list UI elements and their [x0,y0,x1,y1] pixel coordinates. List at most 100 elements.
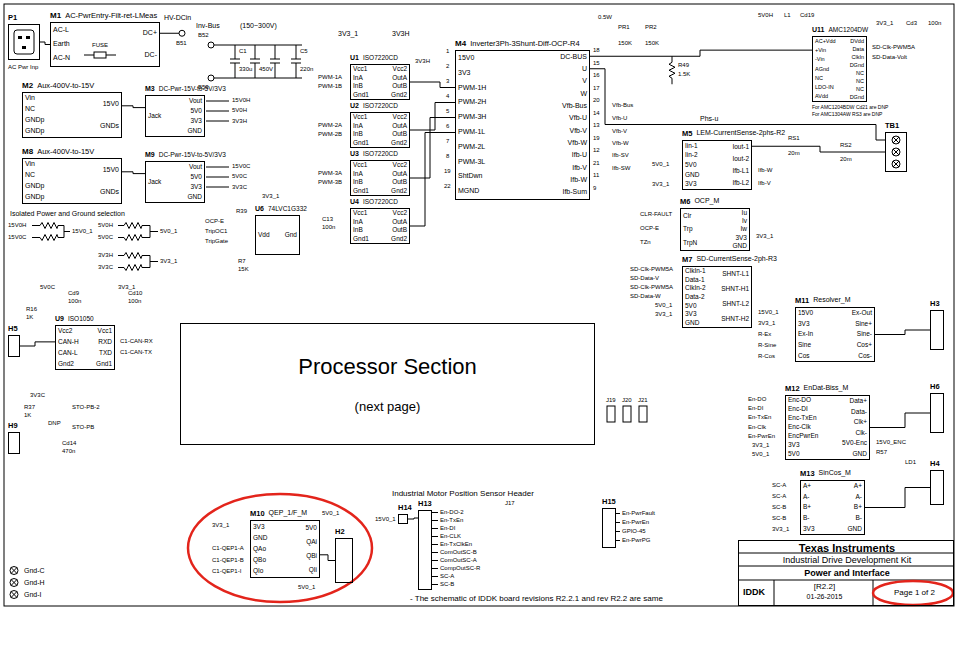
pin-name: Vcc1 [353,113,367,121]
pin-name: QAi [306,538,317,546]
pin-name: W [580,90,587,99]
pin-name: SHNT-L2 [722,300,749,308]
inlet-pin [22,46,26,49]
net-label: En-Clk [748,424,766,432]
net-label: 19 [593,135,600,143]
pin-name: AC+Vdd [815,38,836,45]
module-type: SD-CurrentSense-2ph-R3 [696,255,777,264]
pin-name: NC [856,86,864,93]
net-label: 3V3H [415,58,430,66]
net-label: En-DO-2 [440,509,464,517]
net-label: 3V3_1 [772,526,789,534]
net-label: 20m [788,150,800,158]
pin-name: InB [353,82,363,90]
pin-name: Vout [189,97,202,105]
net-label: C13 [322,216,333,224]
net-label: 15V0H [232,97,250,105]
module-box: M11Resolver_M15V03V3Ex-InSineCosEx-OutSi… [795,307,875,362]
pin-name: GNDs [100,122,119,131]
net-label: 5V0C [98,234,113,242]
pin-name: AVdd [815,93,828,100]
test-point [179,30,185,36]
net-label: J17 [505,500,515,508]
module-type: Aux-400V-to-15V [37,147,94,156]
pin-name: 5V0 [190,107,202,115]
net-label: SC-B [440,581,454,589]
net-label: PR1 [618,24,630,32]
net-label: 5V0_1 [655,302,672,310]
reference-designator: H6 [930,382,940,391]
pin-name: Vdd [258,231,270,239]
connector-box: H5 [8,335,20,357]
reference-designator: M5 [682,129,692,138]
net-label: Gnd-H [24,579,45,588]
module-box: U674LVC1G332VddGnd [255,215,300,255]
module-box: M8Aux-400V-to-15VVinNCGNDpGNDp15V0GNDs [22,158,122,204]
net-label: Gnd-C [24,567,45,576]
jumper-symbol [623,406,631,422]
pin-name: Data+ [849,397,867,405]
capacitor-symbol [230,45,301,78]
title-block-text: Page 1 of 2 [874,588,955,598]
net-label: En-PwrFault [622,510,655,518]
pin-name: SHNT-L1 [722,270,749,278]
module-box: M12EnDat-Biss_MEnc-DOEnc-DIEnc-TxEnEnc-C… [785,395,870,460]
pin-name: Gnd1 [353,139,369,147]
inlet-pins [18,36,30,49]
net-label: OCP-E [640,225,659,233]
pin-name: Ifb-Sum [562,188,587,197]
net-label: 16 [593,72,600,80]
pin-name: 5V0-Enc [842,439,867,447]
pin-name: Enc-DO [788,396,811,404]
pin-name: RXD [98,338,112,346]
reference-designator: U9 [55,315,64,324]
resistor-symbol [118,223,158,241]
terminal-cross [893,137,899,167]
net-label: 1K [24,412,31,420]
connector-box: H15 [602,508,616,548]
pin-name: InB [353,130,363,138]
jumper-symbol [607,406,615,422]
pin-name: GNDp [25,116,44,125]
net-label: 5V0C [232,173,247,181]
net-label: 450V [259,66,273,74]
net-label: Cd3 [906,20,917,28]
reference-designator: M9 [145,151,155,160]
net-label: 11 [593,172,599,180]
pin-name: GND [188,127,202,135]
pin-name: 15V0 [458,54,474,63]
reference-designator: U6 [255,205,264,214]
net-label: 5V0_1 [298,584,315,592]
module-type: 74LVC1G332 [268,205,307,213]
module-box: M10QEP_1/F_M3V3GNDQAoQBoQIo5V0QAiQBiQIi [250,520,320,578]
net-label: SD-Clk-PWM5A [630,266,673,274]
reference-designator: H9 [8,421,18,430]
net-label: En-CLK [440,533,461,541]
pin-name: ClkIn-2 [685,284,706,292]
module-type: QEP_1/F_M [269,509,308,518]
net-label: 5 [446,108,449,116]
net-label: 1 [446,48,449,56]
module-box: M4Inverter3Ph-3Shunt-Diff-OCP-R415V03V3P… [455,50,590,200]
pin-name: InA [353,74,363,82]
pin-name: Gnd1 [353,91,369,99]
net-label: 14 [593,110,600,118]
pin-name: QIi [309,566,317,574]
net-label: PWM-2B [318,131,342,139]
pin-name: 3V3 [190,117,202,125]
net-label: 1K [26,314,33,322]
pin-name: NC [815,75,823,82]
wire [206,101,229,187]
reference-designator: M13 [800,469,815,478]
net-label: SD-Data-V [630,275,659,283]
net-label: C1-QEP1-B [212,557,244,565]
module-type: ISO7220CD [363,198,398,206]
pin-name: Gnd [285,231,297,239]
module-type: Resolver_M [813,296,850,305]
pin-name: Vcc1 [353,209,367,217]
title-block-text: Power and Interface [739,568,955,579]
pin-name: 3V3 [253,523,265,531]
pin-name: Iin-2 [685,151,698,159]
pin-name: Enc-TxEn [788,414,817,422]
net-label: 3V3H [392,30,410,39]
